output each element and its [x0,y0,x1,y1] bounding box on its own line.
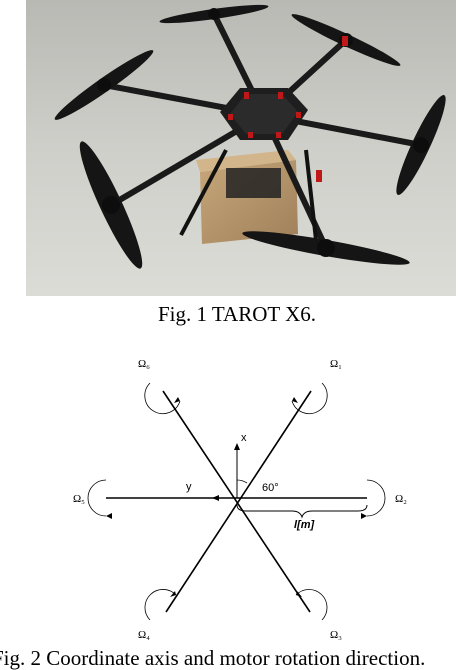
rotation-arrowheads [106,397,367,597]
x-axis-arrow [234,443,240,450]
y-axis-arrow [212,495,219,501]
figure-2-caption: Fig. 2 Coordinate axis and motor rotatio… [0,646,426,670]
motor-label-4: Ω₄ [138,629,150,641]
motor-label-1: Ω₁ [330,358,342,370]
length-brace [236,504,368,519]
rotation-arcs [87,382,386,621]
drone-photo [26,0,456,296]
motor-label-2: Ω₂ [395,493,407,505]
motor-label-6: Ω₆ [138,358,150,370]
angle-arc [236,479,248,484]
motor-label-5: Ω₅ [73,493,85,505]
axis-y-label: y [186,481,192,493]
angle-label: 60° [262,482,279,494]
motor-label-3: Ω₃ [330,629,342,641]
arm-length-label: l[m] [294,519,315,531]
figure-1-caption: Fig. 1 TAROT X6. [158,302,316,326]
axis-x-label: x [241,432,247,444]
coordinate-axis-diagram: x y 60° l[m] Ω₁ Ω₂ Ω₃ Ω₄ Ω₅ Ω₆ [73,358,407,641]
arm-lines [106,390,367,613]
